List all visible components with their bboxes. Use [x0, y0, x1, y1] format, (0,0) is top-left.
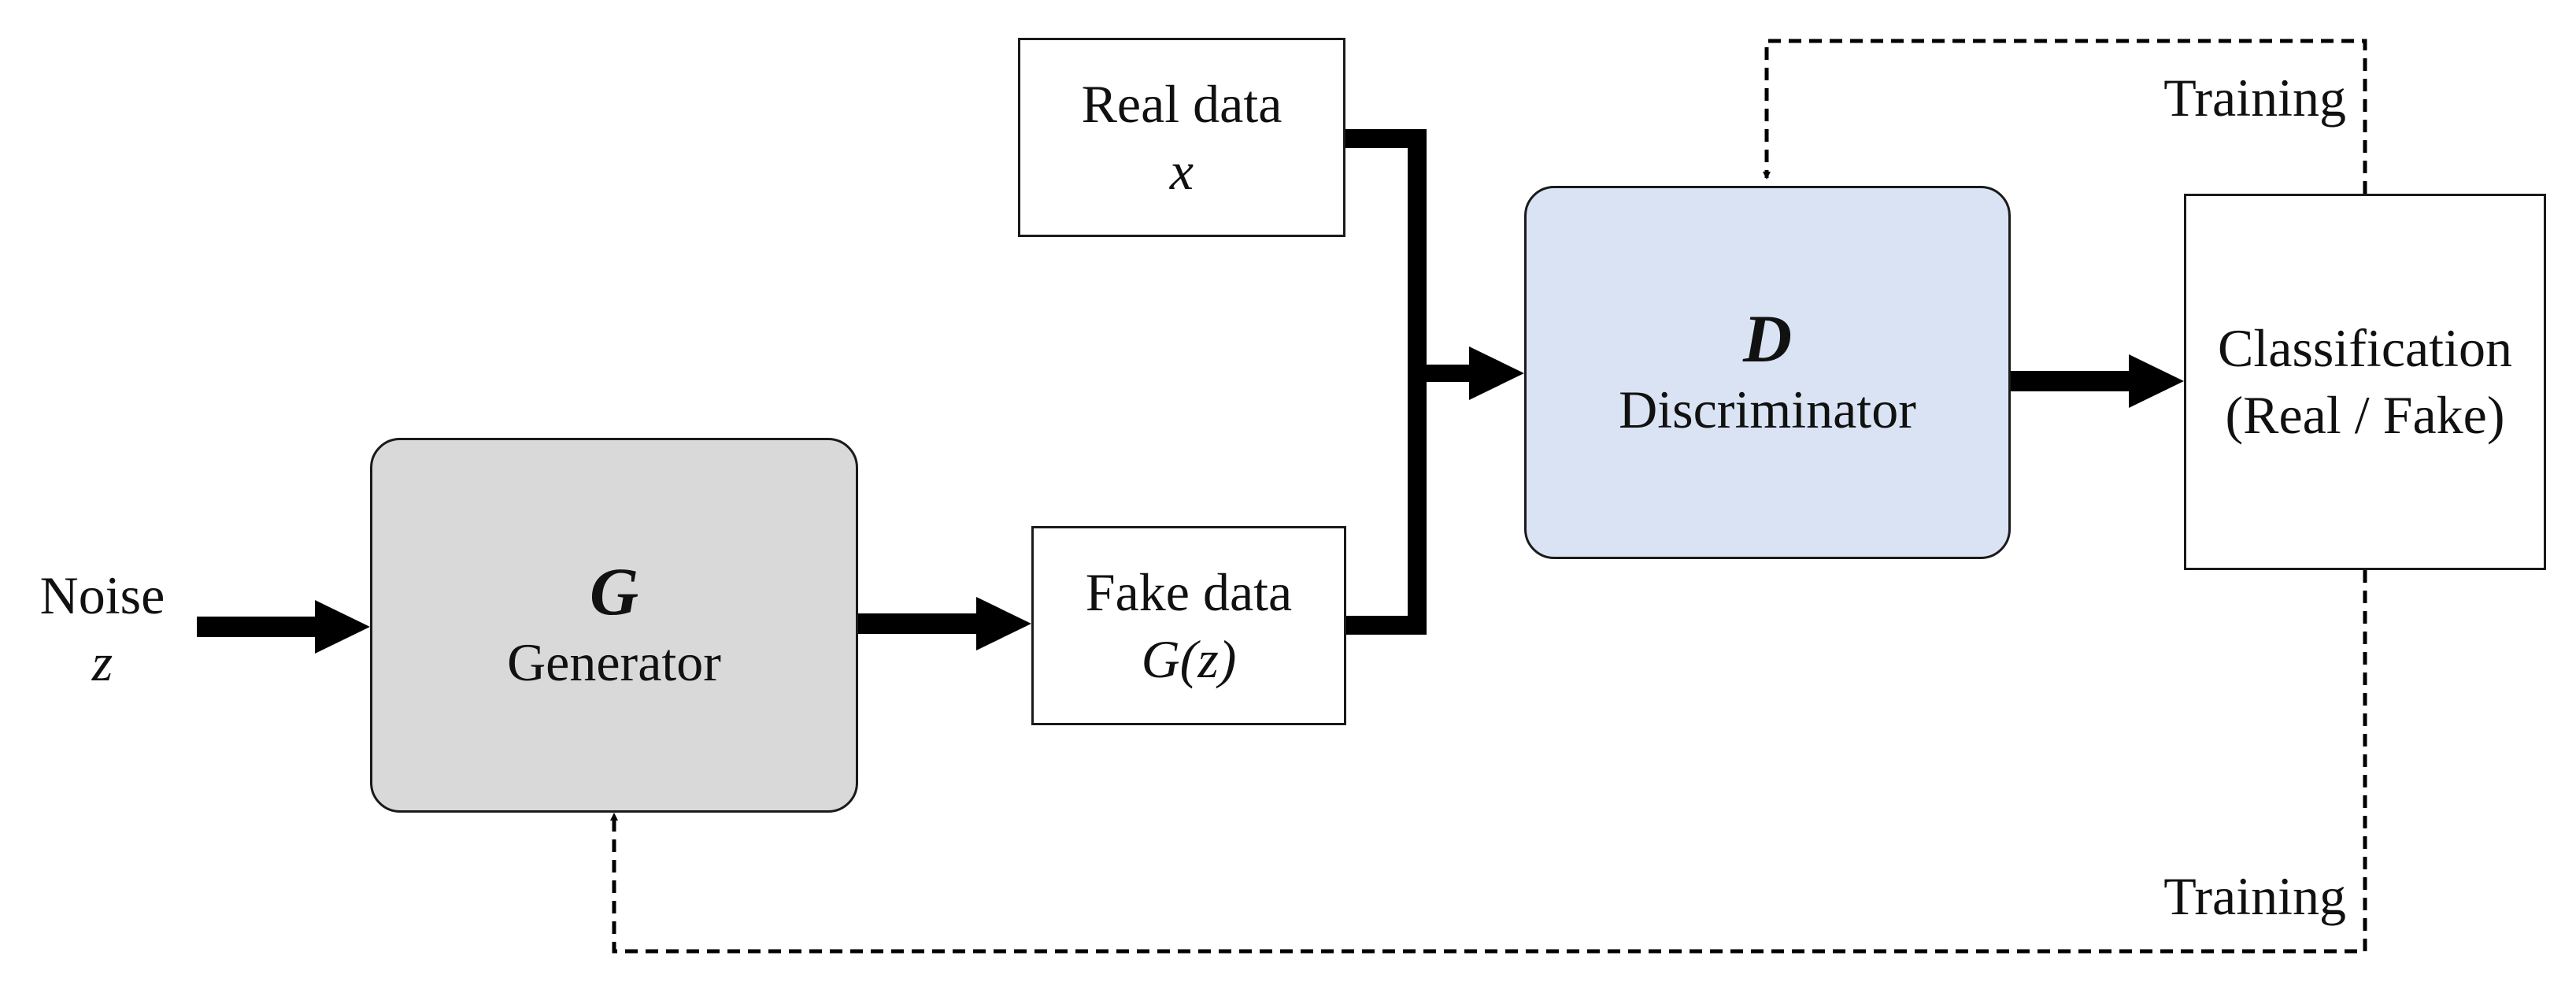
training-bottom-label: Training — [2163, 866, 2346, 926]
discriminator-symbol: D — [1742, 301, 1793, 377]
fake-data-label: Fake data — [1085, 561, 1293, 622]
arrow-generator-to-fake-data — [857, 597, 1031, 650]
arrow-discriminator-to-classification — [2010, 354, 2184, 408]
noise-symbol: z — [91, 632, 113, 692]
real-data-box: Real data x — [1018, 38, 1345, 237]
discriminator-box: D Discriminator — [1524, 186, 2011, 559]
fake-data-box: Fake data G(z) — [1031, 526, 1346, 725]
generator-symbol: G — [589, 554, 639, 630]
fake-data-symbol: G(z) — [1141, 628, 1237, 689]
noise-text: Noise — [39, 565, 165, 625]
arrow-noise-to-generator — [197, 600, 370, 654]
real-data-symbol: x — [1169, 140, 1194, 201]
noise-label: Noise z — [16, 562, 189, 696]
training-top-label: Training — [2163, 68, 2346, 128]
real-data-label: Real data — [1081, 73, 1282, 134]
training-feedback-top — [1763, 39, 2367, 194]
arrow-data-merge-to-discriminator — [1345, 129, 1524, 635]
generator-box: G Generator — [370, 438, 858, 813]
classification-line1: Classification — [2218, 318, 2512, 378]
generator-label: Generator — [507, 632, 721, 692]
classification-line2: (Real / Fake) — [2225, 385, 2505, 445]
discriminator-label: Discriminator — [1619, 379, 1916, 439]
training-feedback-bottom — [610, 570, 2367, 954]
classification-box: Classification (Real / Fake) — [2184, 194, 2546, 570]
